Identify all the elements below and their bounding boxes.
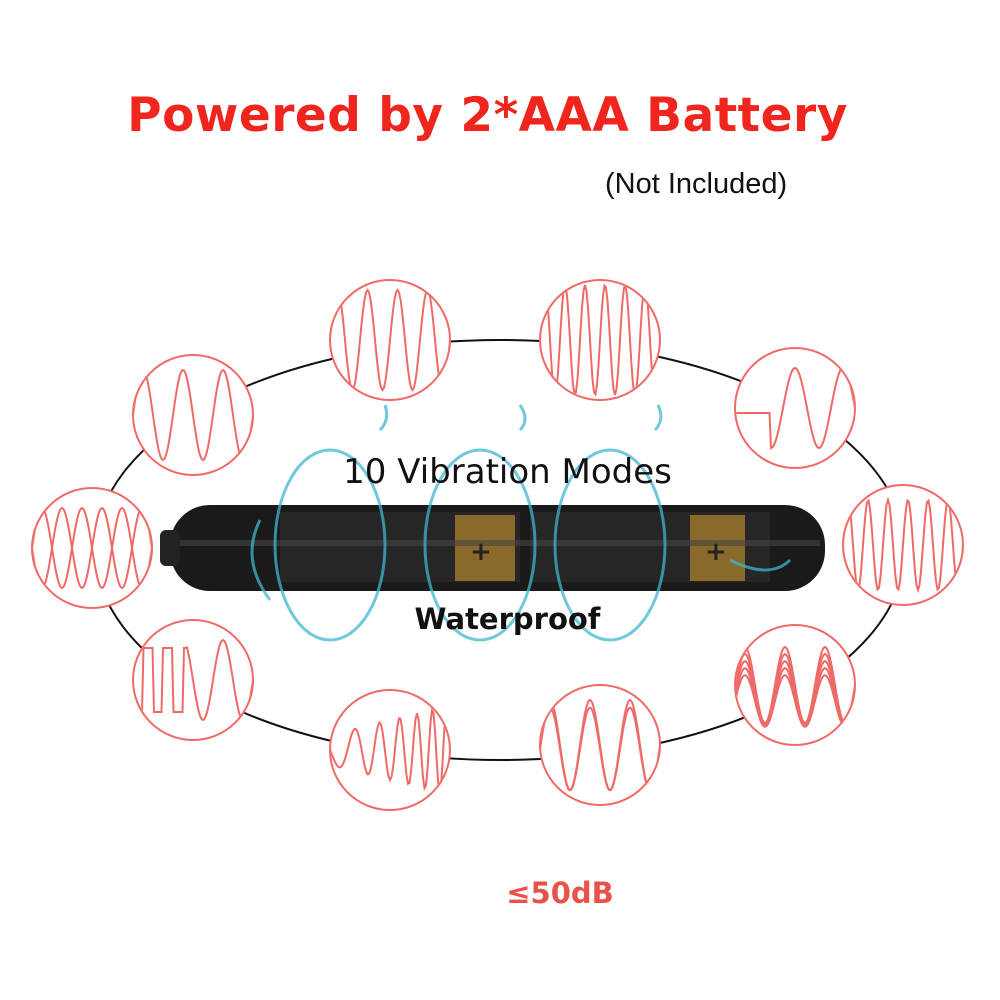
waterproof-label: Waterproof	[414, 602, 601, 636]
waveform	[134, 638, 252, 722]
subtitle: (Not Included)	[605, 168, 788, 200]
waveform	[541, 283, 659, 397]
noise-level-label: ≤50dB	[506, 876, 614, 910]
page-title: Powered by 2*AAA Battery	[127, 88, 848, 143]
waveform	[33, 506, 151, 590]
svg-text:+: +	[705, 537, 727, 567]
waveform	[736, 366, 854, 450]
mode-icon-4	[734, 347, 856, 469]
mode-icon-5	[842, 484, 964, 606]
mode-icon-10	[31, 487, 153, 609]
waveform	[331, 706, 449, 793]
svg-text:+: +	[470, 537, 492, 567]
vibration-modes-label: 10 Vibration Modes	[343, 452, 672, 492]
mode-icon-9	[132, 619, 254, 741]
waveform	[134, 368, 252, 462]
water-splash-icon	[250, 404, 792, 642]
mode-icon-6	[734, 624, 856, 746]
mode-icon-1	[132, 354, 254, 476]
mode-icon-2	[329, 279, 451, 401]
mode-icon-3	[539, 279, 661, 401]
waveform	[541, 706, 659, 792]
waveform	[331, 288, 449, 392]
waveform	[844, 496, 962, 594]
waveform	[736, 674, 854, 728]
mode-icon-7	[539, 684, 661, 806]
battery-icon: + +	[160, 505, 825, 591]
mode-icon-8	[329, 689, 451, 811]
